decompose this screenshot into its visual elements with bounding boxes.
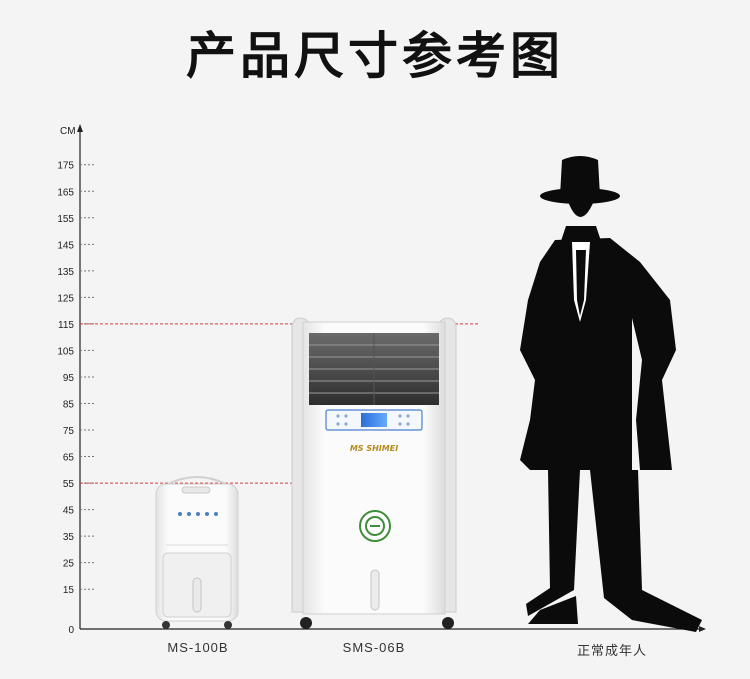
shirt-collar-and-tie: [572, 242, 590, 322]
y-tick-label: 165: [57, 187, 74, 198]
page-title: 产品尺寸参考图: [186, 27, 564, 85]
adult-silhouette: [520, 156, 702, 632]
y-tick-label: 115: [58, 320, 74, 331]
y-tick-label: 75: [63, 426, 75, 437]
y-axis-ticks: 0 15 25 35 45 55 65 75 85 95 105 115 125 135 145 155 165…: [57, 161, 94, 636]
y-tick-label: 35: [63, 532, 75, 543]
y-tick-label: 155: [57, 214, 74, 225]
y-tick-label: 105: [57, 346, 74, 357]
y-tick-label: 85: [63, 399, 75, 410]
x-axis-arrow: [699, 626, 706, 632]
y-tick-label: 175: [57, 161, 74, 172]
y-tick-label: 125: [57, 293, 74, 304]
reference-lines: [80, 323, 480, 484]
caption-ms-100b: MS-100B: [167, 640, 229, 655]
y-tick-label: 15: [63, 585, 75, 596]
y-tick-label: 145: [57, 240, 74, 251]
y-tick-label: 95: [63, 373, 75, 384]
ms-100b-unit-illustration: [155, 476, 239, 629]
caption-adult: 正常成年人: [576, 643, 647, 658]
caption-sms-06b: SMS-06B: [342, 640, 406, 655]
brand-logo: MS SHIMEI: [350, 444, 398, 453]
y-tick-label: 135: [57, 267, 74, 278]
y-tick-label: 55: [63, 479, 75, 490]
y-tick-label: 25: [63, 559, 75, 570]
y-axis-arrow: [77, 124, 83, 132]
y-tick-label: 0: [68, 625, 74, 636]
sms-06b-unit-illustration: MS SHIMEI: [291, 317, 457, 629]
y-tick-label: 45: [63, 506, 75, 517]
y-tick-label: 65: [63, 453, 75, 464]
axis-unit-label: CM: [60, 126, 76, 137]
